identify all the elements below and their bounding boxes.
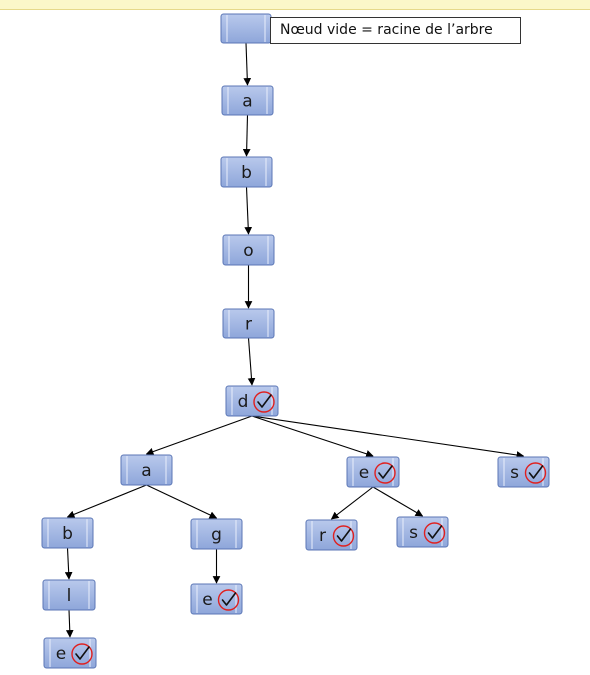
node-label: b [62,524,73,544]
trie-node-b1: b [220,156,273,188]
edge-b1-o1 [244,186,253,235]
node-box [222,234,275,266]
check-circle-icon [253,391,275,413]
check-circle-icon [217,589,240,611]
node-label: s [409,523,418,543]
trie-node-e1: e [346,456,400,488]
node-box [43,637,97,669]
node-label: a [242,92,252,112]
root-annotation: Nœud vide = racine de l’arbre [270,17,521,44]
node-label: o [243,241,253,261]
node-label: r [319,526,326,546]
node-box [221,85,274,116]
edge-a1-b1 [242,114,251,157]
top-strip [0,0,590,10]
node-label: e [56,644,66,664]
edge-a2-b2 [66,484,147,518]
trie-node-o1: o [222,234,275,266]
trie-node-root [220,13,272,44]
node-label: d [238,392,249,412]
node-label: l [67,586,72,606]
trie-node-b2: b [41,517,94,549]
edge-e1-s2 [372,486,424,517]
trie-node-r2: r [305,519,358,551]
trie-node-g1: g [190,518,243,550]
node-box [190,518,243,550]
node-box [41,517,94,549]
check-circle-icon [374,462,396,484]
trie-node-a2: a [120,454,173,486]
node-box [225,385,279,417]
check-circle-icon [423,522,446,544]
trie-node-a1: a [221,85,274,116]
node-box [190,583,243,615]
edge-d1-a2 [145,415,253,456]
node-label: a [141,461,151,481]
edge-e1-r2 [330,486,374,520]
trie-node-s1: s [497,456,550,488]
node-label: s [510,463,519,483]
node-label: e [359,463,369,483]
node-box [396,516,449,548]
node-box [222,308,275,339]
node-label: r [245,315,252,335]
node-label: g [211,525,222,545]
node-box [120,454,173,486]
edge-l1-e3 [65,609,74,638]
trie-node-r1: r [222,308,275,339]
trie-node-l1: l [42,579,96,611]
trie-node-e3: e [43,637,97,669]
node-box [220,13,272,44]
edge-d1-e1 [251,415,374,458]
edge-b2-l1 [64,547,73,580]
check-circle-icon [71,643,93,665]
node-box [42,579,96,611]
edge-d1-s1 [251,415,525,459]
trie-node-e2: e [190,583,243,615]
edge-r1-d1 [247,337,256,386]
node-label: b [241,163,252,183]
node-box [220,156,273,188]
node-box [497,456,550,488]
edge-a2-g1 [146,484,218,519]
node-box [305,519,358,551]
check-circle-icon [332,525,355,547]
node-box [346,456,400,488]
trie-node-d1: d [225,385,279,417]
check-circle-icon [524,462,547,484]
edge-root-a1 [243,42,252,86]
node-label: e [202,590,212,610]
trie-node-s2: s [396,516,449,548]
